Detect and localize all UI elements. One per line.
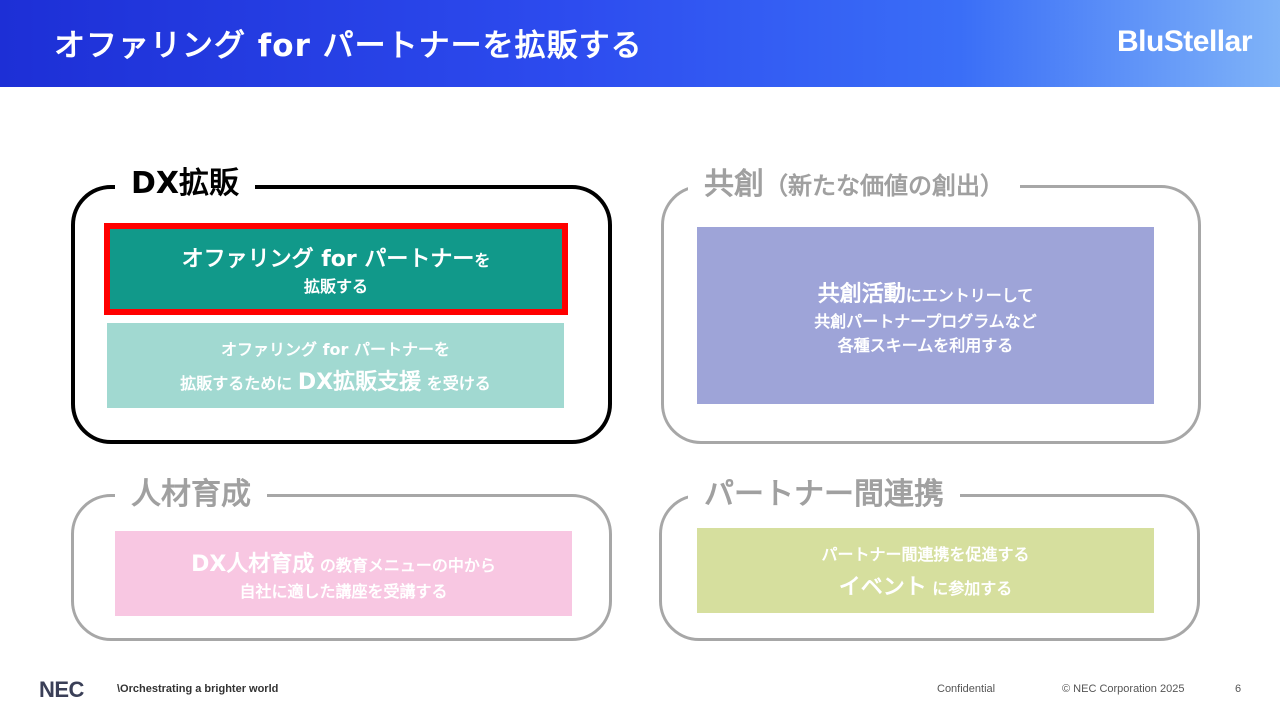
partner-box-main: イベント [838, 574, 927, 600]
dx-support-main: DX拡販支援 [297, 369, 422, 395]
panel-jinzai [71, 494, 612, 641]
partner-box[interactable]: パートナー間連携を促進する イベント に参加する [697, 528, 1154, 613]
footer-tagline: \Orchestrating a brighter world [117, 683, 279, 695]
panel-dx [71, 185, 612, 444]
kyoso-box-line3: 各種スキームを利用する [837, 335, 1014, 355]
panel-partner-title: パートナー間連携 [688, 475, 960, 515]
dx-support-suffix: を受ける [426, 373, 491, 393]
jinzai-box-main: DX人材育成 [191, 551, 315, 577]
partner-box-suffix: に参加する [932, 578, 1013, 598]
jinzai-box[interactable]: DX人材育成 の教育メニューの中から 自社に適した講座を受講する [115, 531, 572, 616]
offering-box-suffix: を [474, 251, 491, 270]
dx-support-line1: オファリング for パートナーを [221, 339, 450, 359]
header-bar: オファリング for パートナーを拡販する BluStellar [0, 0, 1280, 87]
panel-dx-title: DX拡販 [115, 164, 256, 204]
nec-logo: NEC [39, 677, 84, 702]
dx-support-prefix: 拡販するために [180, 373, 293, 393]
panel-kyoso-title: 共創（新たな価値の創出） [688, 165, 1020, 206]
page-number: 6 [1235, 683, 1242, 695]
jinzai-box-line2: 自社に適した講座を受講する [239, 581, 448, 601]
footer-copyright: © NEC Corporation 2025 [1062, 683, 1185, 695]
offering-box-line2: 拡販する [303, 277, 368, 296]
footer-confidential: Confidential [937, 683, 996, 695]
panel-kyoso-title-sub: （新たな価値の創出） [764, 172, 1004, 200]
page-title: オファリング for パートナーを拡販する [54, 28, 643, 64]
kyoso-box-suffix: にエントリーして [905, 285, 1034, 305]
kyoso-box-main: 共創活動 [817, 281, 906, 307]
kyoso-box-line2: 共創パートナープログラムなど [814, 311, 1037, 331]
panel-kyoso-title-main: 共創 [704, 167, 764, 202]
kyoso-box[interactable]: 共創活動にエントリーして 共創パートナープログラムなど 各種スキームを利用する [697, 227, 1154, 404]
offering-box-selected[interactable]: オファリング for パートナーを 拡販する [104, 223, 568, 315]
jinzai-box-suffix: の教育メニューの中から [319, 555, 496, 575]
dx-support-box[interactable]: オファリング for パートナーを 拡販するために DX拡販支援 を受ける [107, 323, 564, 408]
panel-jinzai-title: 人材育成 [115, 475, 267, 515]
partner-box-line1: パートナー間連携を促進する [821, 544, 1030, 564]
offering-box-main: オファリング for パートナー [181, 247, 475, 272]
brand-logo: BluStellar [1116, 25, 1253, 58]
